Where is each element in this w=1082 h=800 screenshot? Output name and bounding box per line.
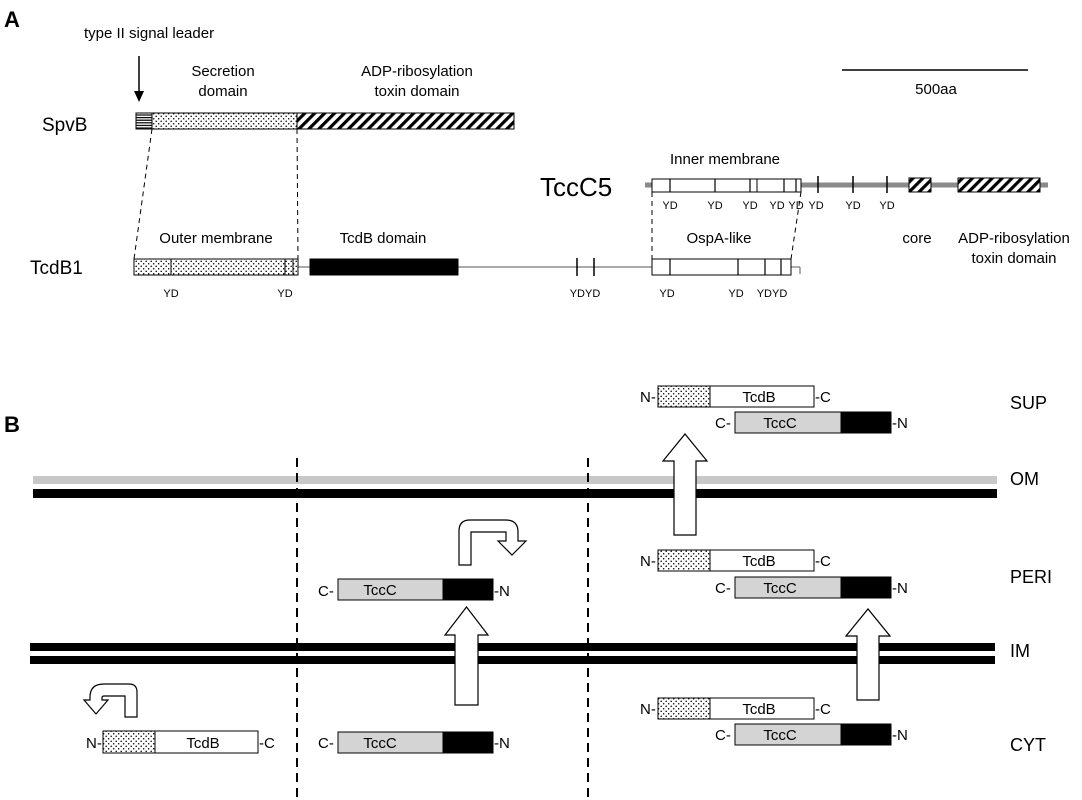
adp-domain-line2: toxin domain <box>374 83 459 100</box>
secretion-domain-line1: Secretion <box>191 63 254 80</box>
panel-separators <box>296 458 589 800</box>
c-terminus-label: C- <box>318 735 334 752</box>
n-terminus-label: N- <box>640 701 656 718</box>
tcdb-construct: N- TcdB -C <box>640 385 831 408</box>
tcdb1-protein <box>133 258 801 276</box>
tccc5-label: TccC5 <box>540 172 612 202</box>
compartment-cyt-label: CYT <box>1010 735 1046 755</box>
secretion-domain-line2: domain <box>198 83 247 100</box>
tccc-label: TccC <box>363 735 397 752</box>
compartment-om-label: OM <box>1010 469 1039 489</box>
tcdb1-label: TcdB1 <box>30 258 83 279</box>
n-terminus-label: -N <box>892 727 908 744</box>
core-label: core <box>902 230 931 247</box>
adp-domain-right-line1: ADP-ribosylation <box>958 230 1070 247</box>
yd-label: YD <box>879 200 894 212</box>
tccc-label: TccC <box>363 582 397 599</box>
signal-leader-arrow <box>134 56 144 102</box>
scale-bar-label: 500aa <box>915 81 957 98</box>
c-terminus-label: -C <box>259 735 275 752</box>
n-terminus-label: N- <box>640 553 656 570</box>
tccc-label: TccC <box>763 727 797 744</box>
ydyd-label: YDYD <box>757 288 788 300</box>
yd-label: YD <box>769 200 784 212</box>
tcdb-construct: N- TcdB -C <box>86 730 275 754</box>
adp-domain-right-line2: toxin domain <box>971 250 1056 267</box>
ospa-like-label: OspA-like <box>686 230 751 247</box>
c-terminus-label: -C <box>815 553 831 570</box>
up-arrow <box>661 433 709 536</box>
n-terminus-label: N- <box>86 735 102 752</box>
panel-b-label: B <box>4 412 20 437</box>
yd-label: YD <box>808 200 823 212</box>
c-terminus-label: C- <box>715 580 731 597</box>
c-terminus-label: C- <box>715 415 731 432</box>
tcdb-label: TcdB <box>742 701 775 718</box>
up-arrow <box>443 606 490 706</box>
ydyd-label: YDYD <box>570 288 601 300</box>
tcdb1-yd-motifs: YD YD YDYD YD YD YDYD <box>163 288 787 300</box>
spvb-label: SpvB <box>42 115 87 136</box>
n-terminus-label: -N <box>494 735 510 752</box>
inner-membrane <box>30 643 995 664</box>
c-terminus-label: C- <box>318 583 334 600</box>
up-arrow <box>844 608 892 701</box>
yd-label: YD <box>845 200 860 212</box>
compartment-im-label: IM <box>1010 641 1030 661</box>
tccc-construct: C- TccC -N <box>318 731 510 754</box>
tccc5-protein <box>645 176 1048 193</box>
tcdb-label: TcdB <box>186 735 219 752</box>
c-terminus-label: C- <box>715 727 731 744</box>
tcdb-domain-label: TcdB domain <box>340 230 427 247</box>
tccc-construct: C- TccC -N <box>715 576 908 599</box>
adp-domain-line1: ADP-ribosylation <box>361 63 473 80</box>
compartment-sup-label: SUP <box>1010 393 1047 413</box>
panel-a-label: A <box>4 7 20 32</box>
n-terminus-label: N- <box>640 389 656 406</box>
yd-label: YD <box>788 200 803 212</box>
tccc5-yd-motifs: YD YD YD YD YD YD YD YD <box>662 200 894 212</box>
spvb-protein <box>135 112 515 130</box>
tccc-construct: C- TccC -N <box>715 411 908 434</box>
compartment-peri-label: PERI <box>1010 567 1052 587</box>
yd-label: YD <box>707 200 722 212</box>
n-terminus-label: -N <box>892 415 908 432</box>
tcdb-construct: N- TcdB -C <box>640 549 831 572</box>
u-turn-arrow <box>82 683 138 718</box>
inner-membrane-label: Inner membrane <box>670 151 780 168</box>
yd-label: YD <box>163 288 178 300</box>
yd-label: YD <box>659 288 674 300</box>
tccc-construct: C- TccC -N <box>318 578 510 601</box>
outer-membrane <box>33 476 997 498</box>
domain-mapping-lines <box>133 128 802 260</box>
c-terminus-label: -C <box>815 701 831 718</box>
yd-label: YD <box>277 288 292 300</box>
tcdb-label: TcdB <box>742 553 775 570</box>
n-terminus-label: -N <box>494 583 510 600</box>
c-terminus-label: -C <box>815 389 831 406</box>
yd-label: YD <box>742 200 757 212</box>
tccc-label: TccC <box>763 415 797 432</box>
tccc-construct: C- TccC -N <box>715 723 908 746</box>
signal-leader-label: type II signal leader <box>84 25 214 42</box>
yd-label: YD <box>728 288 743 300</box>
yd-label: YD <box>662 200 677 212</box>
u-turn-arrow <box>458 519 528 566</box>
tccc-label: TccC <box>763 580 797 597</box>
n-terminus-label: -N <box>892 580 908 597</box>
tcdb-construct: N- TcdB -C <box>640 697 831 720</box>
outer-membrane-label: Outer membrane <box>159 230 272 247</box>
tcdb-label: TcdB <box>742 389 775 406</box>
